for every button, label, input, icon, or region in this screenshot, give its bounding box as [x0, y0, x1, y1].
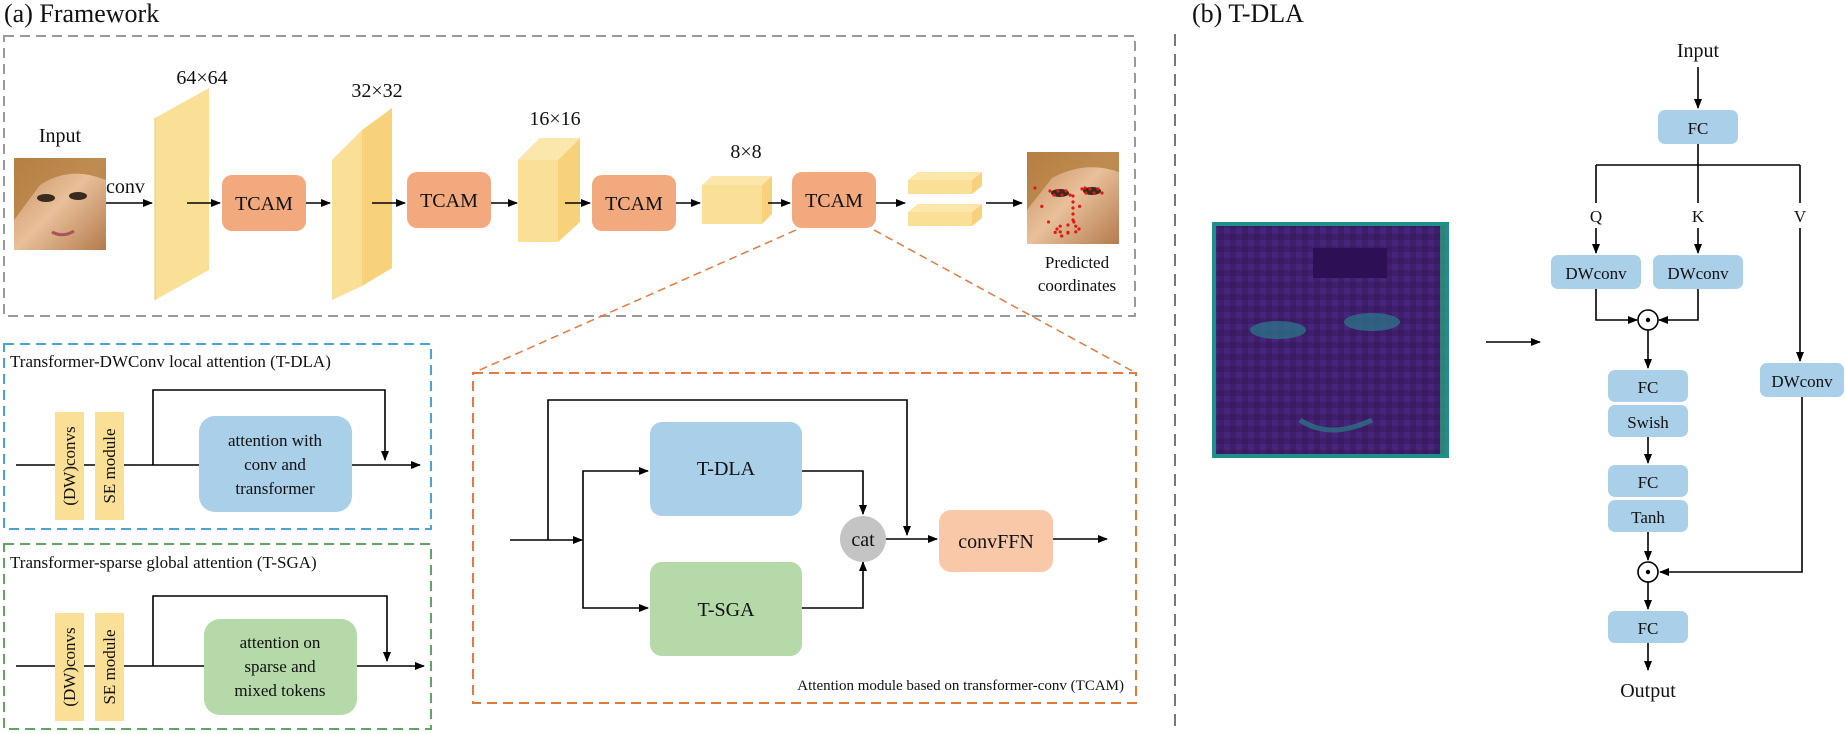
- tcam-label-3: TCAM: [605, 193, 663, 215]
- tcam-label-2: TCAM: [420, 190, 478, 212]
- arrow-v-mult: [1659, 397, 1803, 576]
- tcam-tsga-block: [650, 562, 802, 656]
- dwconv-block-v: [1760, 363, 1844, 397]
- tdla-output-label: Output: [1620, 680, 1676, 702]
- dwconv-label-q: DWconv: [1565, 264, 1627, 283]
- tsga-se-label: SE module: [100, 629, 119, 704]
- tdla-input-label: Input: [1677, 40, 1720, 62]
- q-label: Q: [1590, 207, 1602, 226]
- arrow-dwk-mult: [1658, 289, 1699, 324]
- swish-block: [1608, 405, 1688, 437]
- convffn-block: [939, 510, 1053, 572]
- tdla-dwconvs-label: (DW)convs: [60, 426, 79, 505]
- tcam-block-4: [792, 172, 876, 228]
- dwconv-label-v: DWconv: [1771, 372, 1833, 391]
- tanh-block: [1608, 500, 1688, 532]
- cat-label: cat: [851, 529, 875, 551]
- feature-map-64: [154, 88, 209, 300]
- size-16: 16×16: [529, 108, 580, 130]
- arrow-to-tsga: [582, 540, 649, 612]
- v-label: V: [1794, 207, 1807, 226]
- tdla-attn-line1: attention with: [228, 431, 322, 450]
- zoom-line-left: [472, 229, 797, 374]
- cat-node: [840, 516, 886, 562]
- tdla-dwconvs-block: [55, 412, 84, 520]
- fc-label-2: FC: [1638, 378, 1659, 397]
- arrow-dwq-mult: [1595, 289, 1638, 324]
- fc-block-4: [1608, 611, 1688, 643]
- fc-block-1: [1658, 110, 1738, 144]
- tcam-block-2: [407, 172, 491, 228]
- conv-label: conv: [106, 176, 145, 198]
- tdla-attn-line3: transformer: [235, 479, 315, 498]
- feature-map-16: [518, 138, 580, 242]
- arrow-tdla-cat: [802, 470, 867, 515]
- output-face-image: [1027, 152, 1119, 244]
- fc-label-3: FC: [1638, 473, 1659, 492]
- tdla-se-label: SE module: [100, 428, 119, 503]
- tanh-label: Tanh: [1631, 508, 1665, 527]
- zoom-line-right: [873, 229, 1137, 374]
- panel-b-title: (b) T-DLA: [1192, 0, 1304, 28]
- tsga-dwconvs-block: [55, 613, 84, 721]
- tdla-attention-block: [199, 416, 352, 512]
- feature-map-8: [702, 176, 772, 224]
- tsga-attn-line1: attention on: [240, 633, 321, 652]
- mult-dot-2: [1645, 569, 1651, 575]
- output-label-line1: Predicted: [1045, 253, 1110, 272]
- arrow-to-tdla: [582, 467, 649, 540]
- tdla-skip-connection: [152, 389, 389, 465]
- tcam-detail-caption: Attention module based on transformer-co…: [797, 678, 1124, 694]
- dwconv-block-k: [1653, 255, 1743, 289]
- dwconv-label-k: DWconv: [1667, 264, 1729, 283]
- feature-map-32: [332, 108, 392, 300]
- tcam-tdla-label: T-DLA: [697, 458, 756, 480]
- size-8: 8×8: [730, 141, 761, 163]
- tsga-attn-line3: mixed tokens: [234, 681, 325, 700]
- landmark-points: [1033, 186, 1104, 238]
- tdla-box: [3, 343, 432, 530]
- tsga-skip-connection: [152, 595, 391, 666]
- convffn-label: convFFN: [958, 531, 1034, 553]
- mult-dot-1: [1645, 317, 1651, 323]
- tcam-tsga-label: T-SGA: [697, 599, 755, 621]
- fc-block-3: [1608, 465, 1688, 497]
- output-label-line2: coordinates: [1038, 276, 1116, 295]
- tdla-attn-line2: conv and: [244, 455, 306, 474]
- input-face-image: [14, 158, 106, 250]
- fc-output-slabs: [908, 172, 982, 226]
- fc-label-1: FC: [1688, 119, 1709, 138]
- tsga-attention-block: [204, 619, 357, 715]
- tdla-box-title: Transformer-DWConv local attention (T-DL…: [10, 352, 331, 371]
- tcam-label-1: TCAM: [235, 193, 293, 215]
- tcam-skip-connection: [547, 399, 911, 540]
- tsga-se-block: [95, 613, 124, 721]
- tsga-box-title: Transformer-sparse global attention (T-S…: [10, 553, 317, 572]
- tsga-dwconvs-label: (DW)convs: [60, 627, 79, 706]
- fc-block-2: [1608, 370, 1688, 402]
- size-64: 64×64: [176, 67, 227, 89]
- framework-box: [3, 35, 1136, 317]
- arrow-tsga-cat: [802, 561, 867, 609]
- k-label: K: [1692, 207, 1705, 226]
- fc-label-4: FC: [1638, 619, 1659, 638]
- tcam-block-3: [592, 175, 676, 231]
- tcam-block-1: [222, 175, 306, 231]
- attention-heatmap: [1212, 222, 1449, 458]
- tcam-label-4: TCAM: [805, 190, 863, 212]
- swish-label: Swish: [1627, 413, 1669, 432]
- tsga-attn-line2: sparse and: [244, 657, 316, 676]
- panel-a-title: (a) Framework: [4, 0, 159, 28]
- tdla-se-block: [95, 412, 124, 520]
- dwconv-block-q: [1551, 255, 1641, 289]
- tcam-tdla-block: [650, 422, 802, 516]
- tsga-box: [3, 543, 432, 730]
- size-32: 32×32: [351, 80, 402, 102]
- input-label: Input: [39, 125, 82, 147]
